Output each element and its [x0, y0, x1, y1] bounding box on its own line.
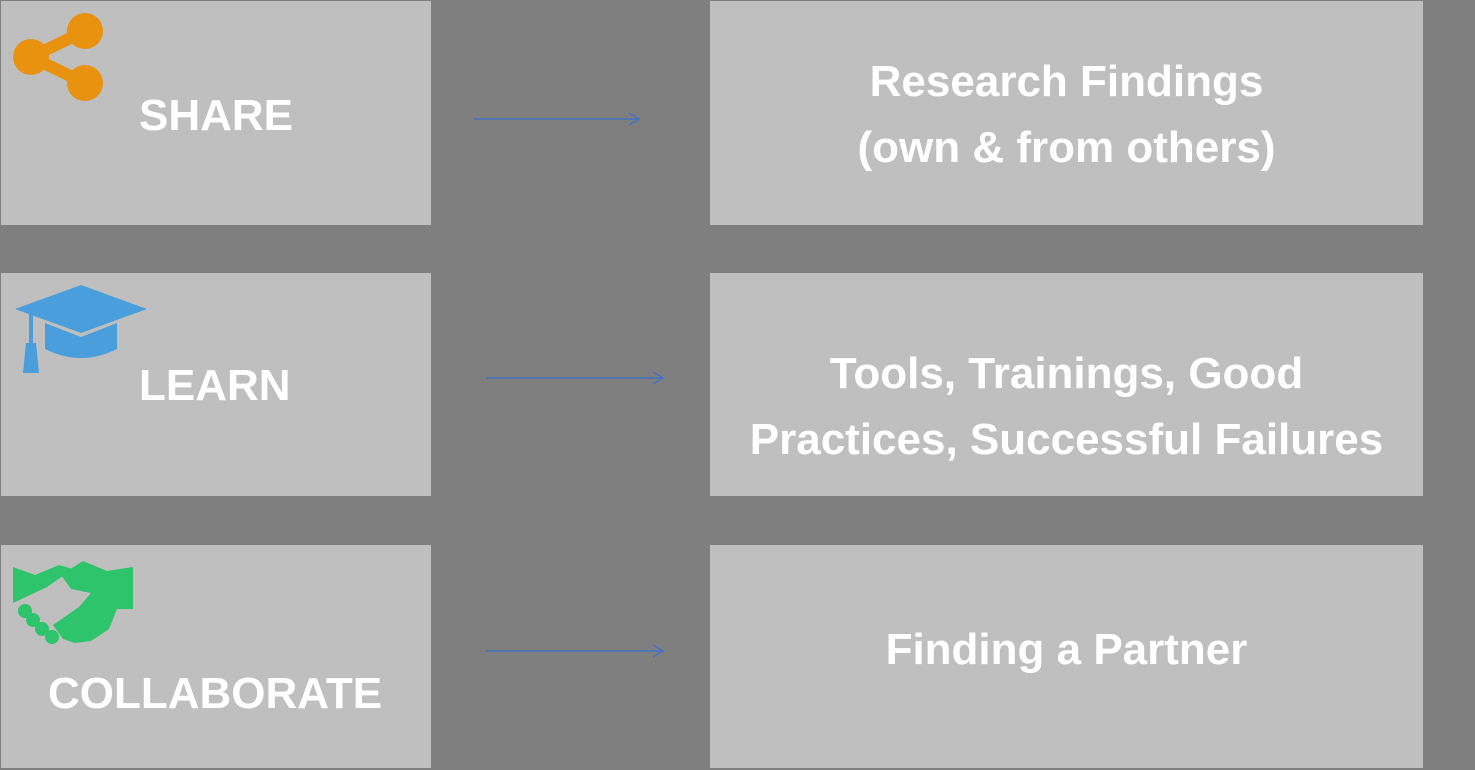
share-label: SHARE — [139, 91, 294, 140]
tools-trainings-box: Tools, Trainings, Good Practices, Succes… — [710, 273, 1423, 496]
finding-partner-box: Finding a Partner — [710, 545, 1423, 768]
research-findings-box: Research Findings (own & from others) — [710, 1, 1423, 225]
target-line: (own & from others) — [857, 123, 1276, 172]
target-line: Tools, Trainings, Good — [829, 349, 1304, 398]
arrow-share — [474, 112, 641, 126]
arrow-collaborate — [486, 644, 665, 658]
handshake-icon — [13, 561, 133, 644]
target-line: Finding a Partner — [885, 625, 1248, 674]
collaborate-label: COLLABORATE — [48, 669, 383, 718]
share-icon — [13, 13, 103, 101]
learn-label: LEARN — [139, 361, 291, 410]
target-line: Research Findings — [869, 57, 1264, 106]
collaborate-box: COLLABORATE — [1, 545, 431, 768]
share-box: SHARE — [1, 1, 431, 225]
learn-box: LEARN — [1, 273, 431, 496]
target-line: Practices, Successful Failures — [749, 415, 1384, 464]
graduation-cap-icon — [15, 285, 147, 373]
arrow-learn — [486, 371, 665, 385]
